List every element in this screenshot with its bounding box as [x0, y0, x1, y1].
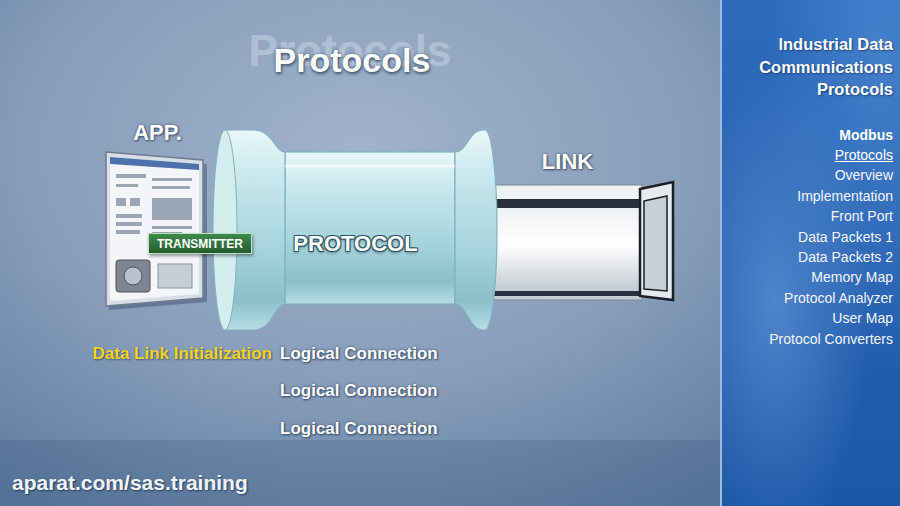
screen-titlebar: [110, 157, 199, 170]
sidebar-panel: Industrial Data Communications Protocols…: [720, 0, 900, 506]
watermark-slot: aparat.com/sas.training: [12, 471, 248, 495]
menu-item: Protocol Analyzer: [722, 288, 893, 308]
menu-section: Modbus: [722, 125, 893, 145]
step-label-active-slot: Data Link Initialization: [93, 344, 272, 364]
spool-right-flange: [455, 130, 497, 330]
title-slot: Protocols: [52, 41, 652, 80]
slide-title: Protocols: [274, 41, 431, 79]
screen-widget: [116, 230, 140, 234]
menu-item: Data Packets 1: [722, 227, 893, 247]
protocol-spool: PROTOCOL: [213, 126, 498, 332]
protocol-spool: [213, 126, 498, 332]
screen-widget: [152, 198, 192, 220]
screen-panel: [110, 157, 199, 301]
lower-shade: [0, 440, 720, 506]
screen-widget: [116, 174, 146, 178]
screen-frame: [106, 152, 203, 306]
screen-widget: [152, 178, 192, 181]
spool-highlight: [285, 165, 455, 168]
screen-widget: [116, 184, 138, 187]
screen-widget: [152, 186, 190, 189]
step-label: Logical Connection: [280, 381, 438, 400]
transmitter-tag: TRANSMITTER: [148, 233, 252, 254]
step-label: Logical Connection: [280, 419, 438, 438]
menu-item: Overview: [722, 165, 893, 185]
menu-item: Memory Map: [722, 267, 893, 287]
main-ground: [0, 0, 720, 506]
app-screen: APP.TRANSMITTER: [100, 118, 215, 308]
pipe-end-frame: [640, 182, 673, 300]
step-label-slot: Logical Connection: [280, 419, 438, 439]
pipe-outer: [462, 185, 642, 300]
pipe-top-wall: [470, 199, 642, 208]
screen-widget: [130, 198, 140, 206]
spool-left-face: [213, 130, 237, 330]
screen-widget: [116, 214, 142, 218]
pipe-end-opening: [644, 196, 667, 291]
screen-widget: [116, 222, 142, 226]
menu-item: Data Packets 2: [722, 247, 893, 267]
step-label-slot: Logical Connection: [280, 344, 438, 364]
menu-item-active: Protocols: [722, 145, 893, 165]
pipe-bottom-wall: [470, 291, 642, 296]
app-heading: APP.: [100, 120, 215, 146]
screen-illustration: [100, 118, 215, 308]
watermark: aparat.com/sas.training: [12, 471, 248, 494]
sidebar-heading: Industrial Data Communications Protocols: [730, 33, 893, 101]
step-label-active: Data Link Initialization: [93, 344, 272, 363]
protocol-label: PROTOCOL: [293, 231, 417, 257]
step-label-slot: Logical Connection: [280, 381, 438, 401]
device-body: [116, 260, 150, 292]
transmitter-label: TRANSMITTER: [157, 237, 243, 251]
spool-left-flange: [213, 130, 285, 330]
spool-body: [285, 152, 455, 304]
step-label: Logical Connection: [280, 344, 438, 363]
menu-item: User Map: [722, 308, 893, 328]
screen-widget: [152, 226, 192, 229]
device-panel: [158, 264, 192, 288]
menu-item: Implementation: [722, 186, 893, 206]
menu-item: Front Port: [722, 206, 893, 226]
menu-item: Protocol Converters: [722, 329, 893, 349]
device-dial: [124, 267, 142, 285]
pipe-inner: [470, 208, 642, 291]
screen-widget: [116, 198, 126, 206]
